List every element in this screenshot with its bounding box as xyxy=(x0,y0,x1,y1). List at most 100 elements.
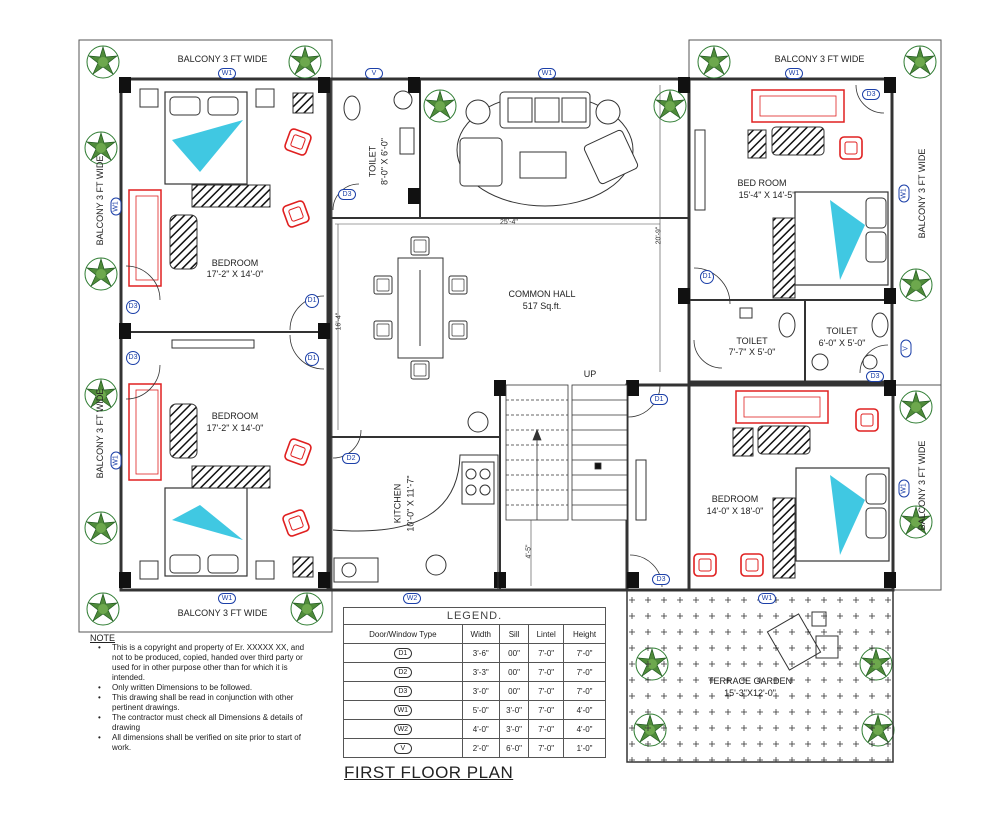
note-item: This is a copyright and property of Er. … xyxy=(98,643,305,683)
legend-cell: 3'-0" xyxy=(461,681,500,701)
window-tag-w1-top-left: W1 xyxy=(218,68,236,79)
dimension-hall-width: 25'-4" xyxy=(500,219,518,226)
balcony-label-left-upper: BALCONY 3 FT WIDE xyxy=(95,155,105,246)
room-size-bed-room-top-right: 15'-4" X 14'-5" xyxy=(738,190,796,200)
legend-type: D1 xyxy=(393,647,412,659)
legend-row: V 2'-0" 6'-0" 7'-0" 1'-0" xyxy=(343,738,606,758)
window-tag-w1-right-lower: W1 xyxy=(898,479,910,498)
note-title: NOTE xyxy=(90,633,116,643)
legend-cell: 5'-0" xyxy=(461,700,500,720)
legend-cell: 7'-0" xyxy=(528,681,565,701)
legend-cell: 7'-0" xyxy=(563,643,606,663)
legend-cell: 1'-0" xyxy=(563,738,606,758)
room-size-common-hall: 517 Sq.ft. xyxy=(522,301,562,311)
legend-cell: 4'-0" xyxy=(461,719,500,739)
window-tag-w1-left-upper: W1 xyxy=(110,197,122,216)
room-name-bedroom-top-left: BEDROOM xyxy=(211,258,259,268)
room-name-bedroom-right: BEDROOM xyxy=(711,494,759,504)
room-name-toilet-mid: TOILET xyxy=(736,336,768,346)
room-size-toilet-mid: 7'-7" X 5'-0" xyxy=(728,347,776,357)
room-size-bedroom-right: 14'-0" X 18'-0" xyxy=(706,506,764,516)
legend-cell: 2'-0" xyxy=(461,738,500,758)
dimension-stair: 4'-5" xyxy=(525,544,533,559)
balcony-label-top-right: BALCONY 3 FT WIDE xyxy=(774,54,865,64)
window-tag-w1-left-lower: W1 xyxy=(110,451,122,470)
legend-cell: 7'-0" xyxy=(528,700,565,720)
legend-cell: 7'-0" xyxy=(563,662,606,682)
room-size-toilet-top: 8'-0" X 6'-0" xyxy=(379,138,390,185)
room-name-common-hall: COMMON HALL xyxy=(508,289,576,299)
dimension-hall-left: 16'-4" xyxy=(335,312,343,331)
door-tag-d3-toilet-right: D3 xyxy=(866,371,884,382)
legend-header: Door/Window Type xyxy=(343,624,463,644)
window-tag-w1-bottom-left: W1 xyxy=(218,593,236,604)
room-size-bedroom-top-left: 17'-2" X 14'-0" xyxy=(206,269,264,279)
room-name-toilet-right: TOILET xyxy=(826,326,858,336)
legend-row: W2 4'-0" 3'-0" 7'-0" 4'-0" xyxy=(343,719,606,739)
legend-cell: 00" xyxy=(498,681,530,701)
stair-up-label: UP xyxy=(583,369,597,379)
legend-type: V xyxy=(393,742,412,754)
legend-cell: 00" xyxy=(498,643,530,663)
dimension-hall-depth: 20'-9" xyxy=(655,226,663,245)
legend-cell: 4'-0" xyxy=(563,700,606,720)
room-size-kitchen: 10'-0" X 11'-7" xyxy=(405,475,416,532)
window-tag-v: V xyxy=(365,68,383,79)
door-tag-d3-left-upper: D3 xyxy=(126,300,140,314)
legend-type: W2 xyxy=(393,723,412,735)
legend-row: D3 3'-0" 00" 7'-0" 7'-0" xyxy=(343,681,606,701)
legend-cell: 7'-0" xyxy=(528,738,565,758)
legend-cell: 6'-0" xyxy=(498,738,530,758)
legend-header: Height xyxy=(563,624,606,644)
legend-cell: 7'-0" xyxy=(528,662,565,682)
window-tag-w1-hall: W1 xyxy=(538,68,556,79)
legend-title: LEGEND. xyxy=(343,607,606,625)
legend-cell: 3'-6" xyxy=(461,643,500,663)
balcony-label-right-upper: BALCONY 3 FT WIDE xyxy=(917,148,927,239)
door-tag-d1-left-lower: D1 xyxy=(305,352,319,366)
door-tag-d1-left-upper: D1 xyxy=(305,294,319,308)
note-item: This drawing shall be read in conjunctio… xyxy=(98,693,305,713)
legend-row: D2 3'-3" 00" 7'-0" 7'-0" xyxy=(343,662,606,682)
room-name-toilet-top: TOILET xyxy=(367,145,378,178)
legend-cell: 3'-0" xyxy=(498,700,530,720)
note-item: The contractor must check all Dimensions… xyxy=(98,713,305,733)
legend-cell: 4'-0" xyxy=(563,719,606,739)
room-name-terrace: TERRACE GARDEN xyxy=(707,676,792,686)
window-tag-w1-right-upper: W1 xyxy=(898,184,910,203)
door-tag-d1-right-upper: D1 xyxy=(700,270,714,284)
legend-cell: 7'-0" xyxy=(563,681,606,701)
legend-cell: 3'-0" xyxy=(498,719,530,739)
room-name-bedroom-bottom-left: BEDROOM xyxy=(211,411,259,421)
note-block: NOTE This is a copyright and property of… xyxy=(90,633,305,753)
room-size-toilet-right: 6'-0" X 5'-0" xyxy=(818,338,866,348)
legend-type: D3 xyxy=(393,685,412,697)
door-tag-d3-left-lower: D3 xyxy=(126,351,140,365)
room-name-kitchen: KITCHEN xyxy=(392,483,403,524)
drawing-title: FIRST FLOOR PLAN xyxy=(344,763,514,782)
legend-cell: 3'-3" xyxy=(461,662,500,682)
legend-cell: 7'-0" xyxy=(528,719,565,739)
legend-type: W1 xyxy=(393,704,412,716)
balcony-label-right-lower: BALCONY 3 FT WIDE xyxy=(917,440,927,531)
legend-table: LEGEND. Door/Window Type Width Sill Lint… xyxy=(343,607,606,758)
door-tag-d3-toilet: D3 xyxy=(338,189,356,200)
note-item: All dimensions shall be verified on site… xyxy=(98,733,305,753)
door-tag-d2-kitchen: D2 xyxy=(342,453,360,464)
balcony-label-bottom-left: BALCONY 3 FT WIDE xyxy=(177,608,268,618)
legend-row: W1 5'-0" 3'-0" 7'-0" 4'-0" xyxy=(343,700,606,720)
window-tag-v-right: V xyxy=(900,339,912,358)
door-tag-d3-bedroom-right: D3 xyxy=(652,574,670,585)
legend-header: Width xyxy=(461,624,500,644)
window-tag-w1-terrace: W1 xyxy=(758,593,776,604)
door-tag-d1-stair: D1 xyxy=(650,394,668,405)
room-size-bedroom-bottom-left: 17'-2" X 14'-0" xyxy=(206,423,264,433)
legend-header: Lintel xyxy=(528,624,565,644)
legend-cell: 7'-0" xyxy=(528,643,565,663)
door-tag-d3-top-right: D3 xyxy=(862,89,880,100)
window-tag-w1-top-right: W1 xyxy=(785,68,803,79)
legend-cell: 00" xyxy=(498,662,530,682)
room-name-bed-room-top-right: BED ROOM xyxy=(737,178,787,188)
note-item: Only written Dimensions to be followed. xyxy=(98,683,305,693)
